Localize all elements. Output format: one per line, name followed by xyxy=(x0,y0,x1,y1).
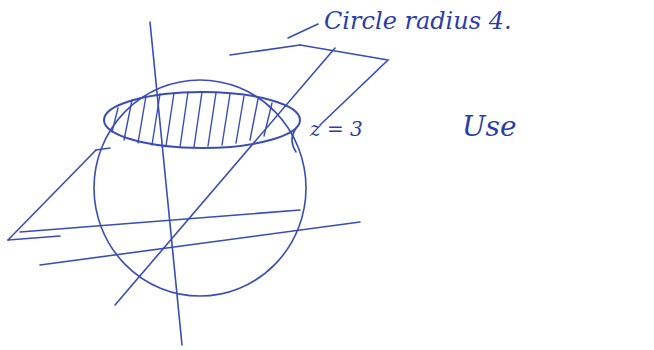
axis-line xyxy=(40,222,360,265)
sphere-outline xyxy=(94,80,306,296)
hatching xyxy=(112,92,272,147)
plane-edge xyxy=(96,148,110,150)
handwritten-note: Use xyxy=(462,112,517,143)
leader-line xyxy=(288,24,318,38)
section-ellipse xyxy=(104,92,300,148)
plane-edge xyxy=(230,45,300,55)
handwritten-note: z = 3 xyxy=(310,118,363,140)
plane-edge xyxy=(8,236,60,240)
handwritten-note: Circle radius 4. xyxy=(324,8,512,34)
bracket xyxy=(292,128,296,152)
plane-edge xyxy=(300,45,388,125)
y-axis xyxy=(115,48,335,305)
z-axis xyxy=(150,22,182,345)
axis-line xyxy=(20,210,300,232)
